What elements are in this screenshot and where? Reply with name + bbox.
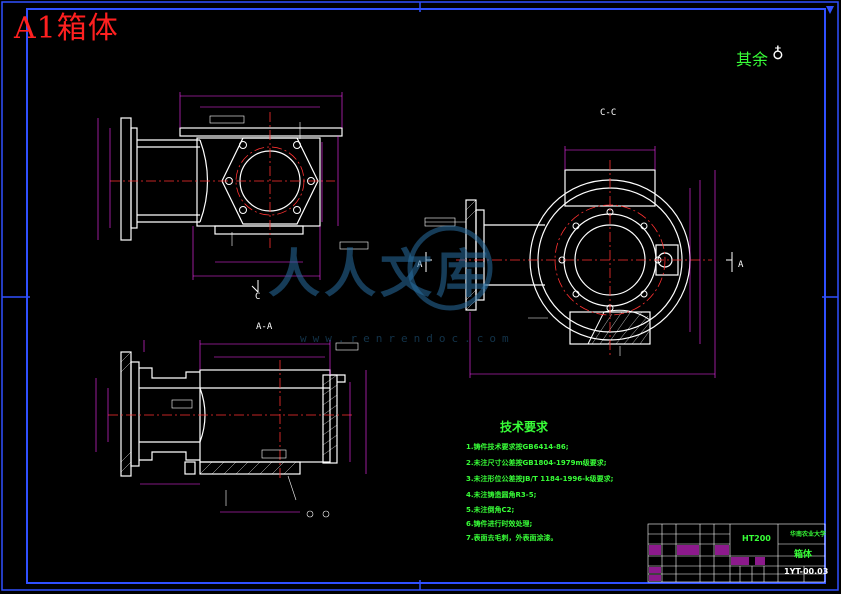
section-aa-dims xyxy=(95,340,367,513)
front-view-callouts xyxy=(209,115,369,250)
section-aa-view xyxy=(120,351,346,477)
cut-marker-a-right: A xyxy=(738,260,744,270)
tech-requirement-item: 4.未注铸造圆角R3-5; xyxy=(466,491,537,499)
section-cc-label: C-C xyxy=(600,108,617,118)
tech-requirement-item: 1.铸件技术要求按GB6414-86; xyxy=(466,443,569,451)
tech-requirements-title: 技术要求 xyxy=(500,420,549,434)
cut-marker-c: C xyxy=(255,292,261,302)
title-block-part-name: 箱体 xyxy=(794,550,813,560)
section-aa-hatch xyxy=(120,351,338,475)
title-block-drawing-no: 1YT-00.03 xyxy=(784,567,829,576)
roughness-label: 其余 xyxy=(736,50,769,69)
title-block-magenta-cells xyxy=(649,545,765,581)
drawing-title: A1箱体 xyxy=(14,11,119,46)
cut-c-marker xyxy=(251,280,259,293)
title-block-material: HT200 xyxy=(742,534,771,543)
title-block-company: 华南农业大学 xyxy=(790,531,827,538)
cut-a-markers xyxy=(425,252,733,272)
roughness-symbol-icon: ♁ xyxy=(772,44,784,63)
front-view-dims xyxy=(97,92,343,280)
section-aa-centerlines xyxy=(108,360,352,480)
sheet-inner-border xyxy=(26,8,826,584)
orientation-mark xyxy=(826,6,834,14)
tech-requirement-item: 7.表面去毛刺，外表面涂漆。 xyxy=(466,534,558,542)
cut-marker-a-left: A xyxy=(417,260,423,270)
tech-requirement-item: 5.未注倒角C2; xyxy=(466,506,515,514)
section-cc-dims xyxy=(469,146,716,378)
section-cc-hatch xyxy=(465,199,651,345)
tech-requirement-item: 3.未注形位公差按JB/T 1184-1996-k级要求; xyxy=(466,475,614,483)
section-aa-label: A-A xyxy=(256,322,273,332)
front-view-centerlines xyxy=(110,112,335,250)
watermark-url: www.renrendoc.com xyxy=(300,332,515,345)
section-aa-callouts xyxy=(171,342,359,518)
watermark-text: 人人文库 xyxy=(268,244,493,305)
title-block-grid xyxy=(647,523,826,583)
section-cc-callouts xyxy=(424,217,621,356)
watermark-emblem xyxy=(407,225,493,311)
tech-requirement-item: 2.未注尺寸公差按GB1804-1979m级要求; xyxy=(466,459,607,467)
tech-requirement-item: 6.铸件进行时效处理; xyxy=(466,520,533,528)
section-cc-centerlines xyxy=(456,160,712,355)
